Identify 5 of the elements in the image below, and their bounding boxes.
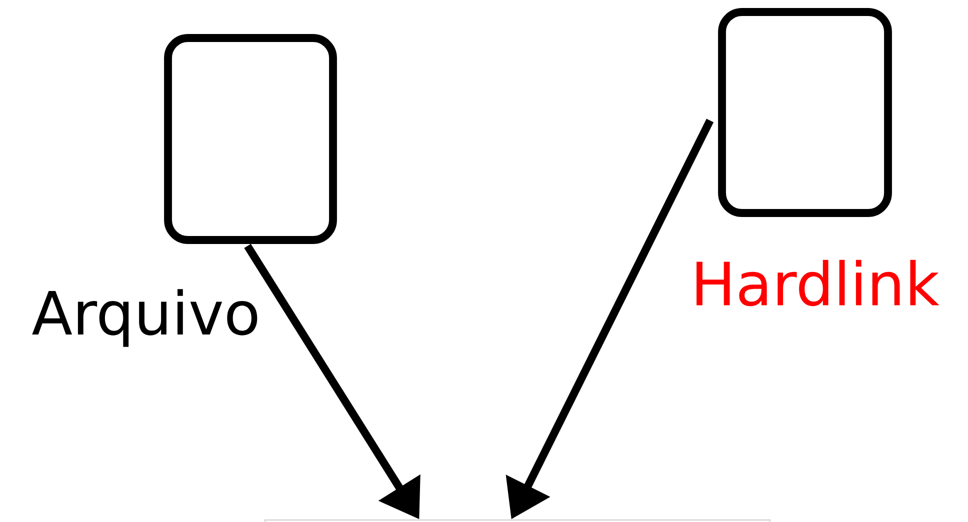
box [718, 8, 892, 217]
box [164, 34, 337, 244]
box [264, 519, 771, 522]
label: Hardlink [696, 260, 940, 306]
label: Arquivo [32, 289, 258, 347]
